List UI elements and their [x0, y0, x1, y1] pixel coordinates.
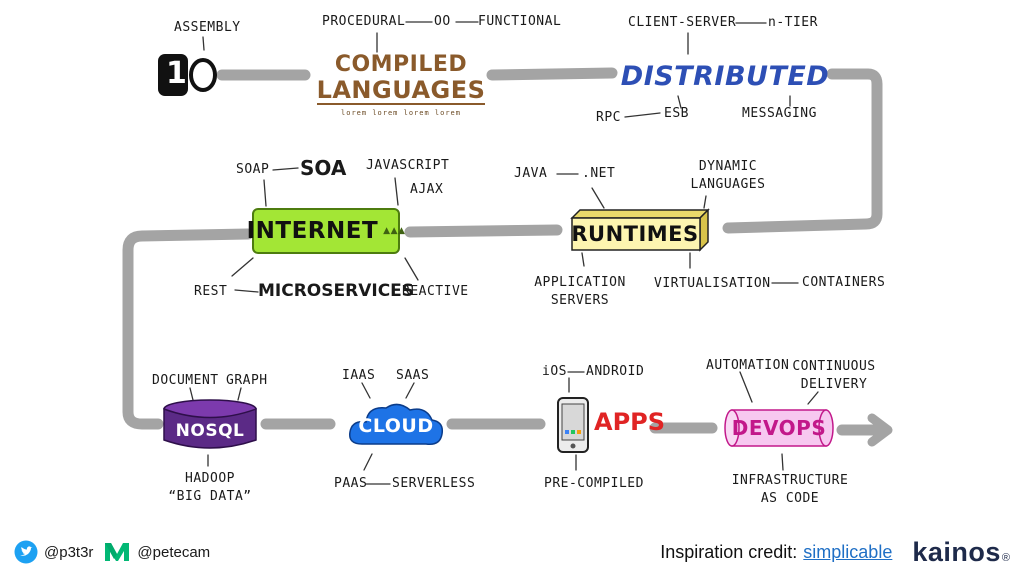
- label-continuous-line-1: CONTINUOUS: [792, 359, 876, 374]
- compiled-line-1: COMPILED: [334, 52, 468, 77]
- connector-runtimes-internet: [404, 224, 563, 238]
- credit-link[interactable]: simplicable: [803, 541, 893, 562]
- label-dynamic-line-2: LANGUAGES: [690, 177, 766, 192]
- label-saas: SAAS: [396, 368, 430, 383]
- label-serverless: SERVERLESS: [392, 476, 476, 491]
- label-soap: SOAP: [236, 162, 270, 177]
- brand-registered-mark: ®: [1001, 551, 1010, 564]
- connector-internet-nosql: [122, 228, 254, 430]
- brand-logo: kainos ®: [912, 537, 1010, 568]
- label-rest: REST: [194, 284, 228, 299]
- internet-node: INTERNET ▲▲▲: [247, 208, 405, 254]
- label-esb: ESB: [664, 106, 689, 121]
- distributed-node: DISTRIBUTED: [620, 56, 832, 96]
- label-functional: FUNCTIONAL: [478, 14, 562, 29]
- label-oo: OO: [434, 14, 451, 29]
- twitter-handle[interactable]: @p3t3r: [44, 543, 94, 561]
- label-continuous-line-2: DELIVERY: [800, 377, 868, 392]
- arrow-right-icon: [867, 413, 893, 447]
- label-hadoop-big-data: HADOOP “BIG DATA”: [168, 470, 251, 506]
- label-document: DOCUMENT: [152, 373, 219, 388]
- devops-cylinder: [724, 409, 834, 447]
- devops-label: DEVOPS: [731, 416, 827, 440]
- label-virtualisation: VIRTUALISATION: [654, 276, 771, 291]
- io-digit: 1: [166, 56, 188, 91]
- label-infra-line-2: AS CODE: [760, 491, 820, 506]
- label-rpc: RPC: [596, 110, 621, 125]
- footer-social: @p3t3r @petecam: [14, 538, 210, 566]
- label-containers: CONTAINERS: [802, 275, 886, 290]
- binary-one-icon: [158, 54, 217, 96]
- cloud-node: CLOUD: [346, 400, 446, 450]
- label-continuous-delivery: CONTINUOUS DELIVERY: [792, 358, 875, 394]
- label-soa: SOA: [300, 156, 347, 180]
- nosql-node: NOSQL: [160, 398, 260, 452]
- label-dynamic-languages: DYNAMIC LANGUAGES: [691, 158, 766, 194]
- label-javascript: JAVASCRIPT: [366, 158, 450, 173]
- medium-icon[interactable]: [103, 540, 131, 564]
- devops-node: DEVOPS: [722, 406, 836, 450]
- label-client-server: CLIENT-SERVER: [628, 15, 737, 30]
- label-graph: GRAPH: [226, 373, 268, 388]
- phone-icon: [557, 397, 589, 453]
- label-app-servers-line-1: APPLICATION: [534, 275, 626, 290]
- runtimes-label: RUNTIMES: [571, 222, 699, 246]
- apps-label: APPS: [594, 408, 666, 436]
- cloud-label: CLOUD: [358, 415, 434, 437]
- label-messaging: MESSAGING: [742, 106, 817, 121]
- compiled-languages-node: COMPILED LANGUAGES lorem lorem lorem lor…: [316, 50, 486, 120]
- label-java: JAVA: [514, 166, 548, 181]
- twitter-icon[interactable]: [14, 540, 38, 564]
- footer-credit: Inspiration credit: simplicable kainos ®: [660, 536, 1010, 568]
- brand-name: kainos: [912, 536, 1001, 567]
- cloud-icon: [349, 403, 444, 446]
- apps-node: APPS: [556, 396, 665, 454]
- chevron-stack-icon: ▲▲▲: [383, 225, 406, 236]
- compiled-sub: lorem lorem lorem lorem: [341, 109, 461, 117]
- label-assembly: ASSEMBLY: [174, 20, 241, 35]
- medium-handle[interactable]: @petecam: [137, 543, 211, 561]
- label-dynamic-line-1: DYNAMIC: [698, 159, 758, 174]
- label-infra-line-1: INFRASTRUCTURE: [731, 473, 849, 488]
- io-node: 1 0 1: [156, 52, 218, 98]
- label-hadoop-line-2: “BIG DATA”: [168, 489, 252, 504]
- label-reactive: REACTIVE: [402, 284, 469, 299]
- label-hadoop-line-1: HADOOP: [185, 471, 235, 486]
- server-icon: [163, 399, 257, 449]
- label-automation: AUTOMATION: [706, 358, 790, 373]
- connector-distributed-runtimes: [722, 68, 883, 234]
- nosql-label: NOSQL: [175, 421, 245, 441]
- label-ios: iOS: [542, 364, 567, 379]
- label-android: ANDROID: [586, 364, 645, 379]
- connector-compiled-distributed: [486, 67, 618, 81]
- label-ajax: AJAX: [410, 182, 444, 197]
- credit-label: Inspiration credit:: [660, 541, 798, 562]
- label-application-servers: APPLICATION SERVERS: [534, 274, 626, 310]
- distributed-label: DISTRIBUTED: [620, 60, 830, 92]
- compiled-line-2: LANGUAGES: [316, 76, 486, 105]
- label-infrastructure-as-code: INFRASTRUCTURE AS CODE: [732, 472, 849, 508]
- label-microservices: MICROSERVICES: [258, 281, 415, 301]
- internet-label: INTERNET: [246, 218, 379, 244]
- leader-lines: [189, 21, 819, 485]
- label-app-servers-line-2: SERVERS: [550, 293, 610, 308]
- label-pre-compiled: PRE-COMPILED: [544, 476, 644, 491]
- label-paas: PAAS: [334, 476, 368, 491]
- runtimes-box: [570, 208, 710, 252]
- runtimes-node: RUNTIMES: [568, 208, 710, 252]
- label-dotnet: .NET: [582, 166, 616, 181]
- label-ntier: n-TIER: [768, 15, 818, 30]
- label-iaas: IAAS: [342, 368, 376, 383]
- label-procedural: PROCEDURAL: [322, 14, 406, 29]
